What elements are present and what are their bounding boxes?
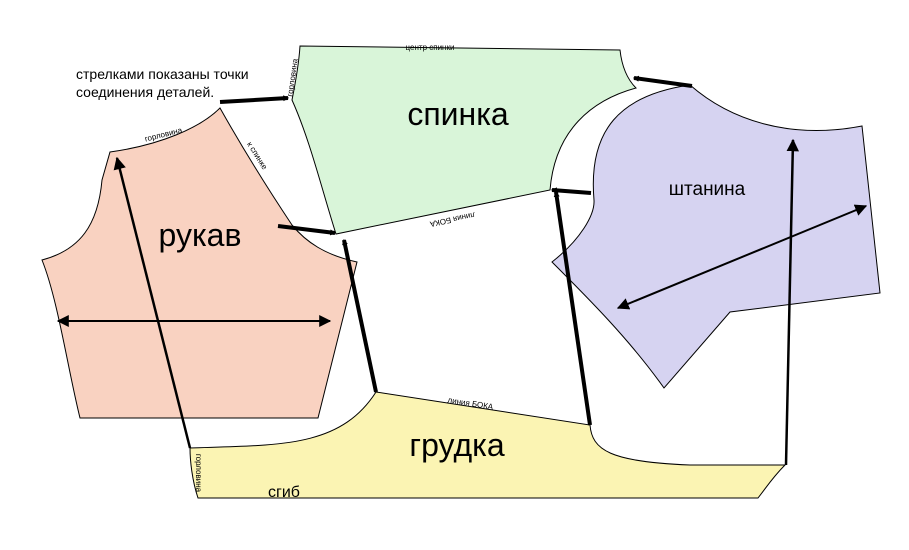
note-line-2: соединения деталей. bbox=[76, 84, 214, 100]
join-arrow-leg-to-back-top bbox=[632, 75, 693, 88]
leg-width-arrow bbox=[616, 204, 868, 310]
back-center-label: центр спинки bbox=[406, 43, 455, 52]
join-arrow-sleeve-to-back-side bbox=[277, 224, 337, 236]
sleeve-label: рукав bbox=[159, 217, 242, 253]
note-line-1: стрелками показаны точки bbox=[76, 66, 249, 82]
join-arrow-front-to-leg bbox=[553, 190, 592, 426]
join-arrow-sleeve-to-back-neck bbox=[219, 95, 290, 104]
join-arrow-leg-to-back-side bbox=[550, 187, 592, 195]
leg-label: штанина bbox=[669, 179, 746, 200]
join-arrow-front-to-back bbox=[342, 238, 378, 393]
back-label: спинка bbox=[407, 96, 509, 132]
front-neck-label: горловина bbox=[194, 454, 203, 493]
front-label: грудка bbox=[409, 427, 504, 463]
fold-label: сгиб bbox=[268, 484, 300, 501]
leg-piece bbox=[551, 84, 881, 389]
front-piece bbox=[189, 391, 787, 499]
sleeve-piece bbox=[41, 107, 358, 419]
sleeve-grain-arrow bbox=[113, 156, 192, 449]
back-piece bbox=[291, 45, 637, 235]
